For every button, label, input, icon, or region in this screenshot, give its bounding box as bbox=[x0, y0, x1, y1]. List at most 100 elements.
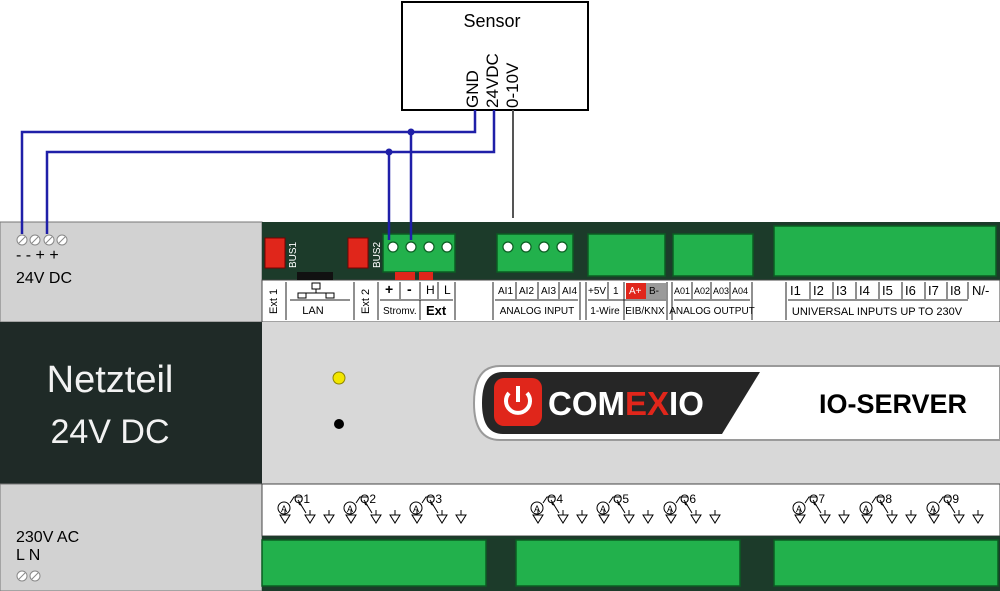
ammeter-icon bbox=[530, 501, 544, 515]
relay-q9: A Q9 bbox=[926, 492, 984, 524]
universal-input-terminal-block[interactable] bbox=[773, 225, 997, 277]
status-led-yellow bbox=[332, 371, 346, 385]
knx-label: EIB/KNX bbox=[625, 306, 665, 317]
relay-q3: A Q3 bbox=[409, 492, 467, 524]
wire-24vdc bbox=[45, 110, 496, 234]
knx-a-plus: A+ bbox=[629, 286, 642, 297]
relay-label-q2: Q2 bbox=[360, 492, 376, 506]
output-terminal-block-3[interactable] bbox=[773, 539, 999, 587]
relay-label-q1: Q1 bbox=[294, 492, 310, 506]
relay-contact-icon bbox=[355, 496, 373, 514]
wire-gnd bbox=[20, 110, 477, 234]
psu-name: Netzteil bbox=[47, 359, 174, 401]
relay-q4: A Q4 bbox=[530, 492, 588, 524]
relay-contact-icon bbox=[938, 496, 956, 514]
ammeter-icon bbox=[343, 501, 357, 515]
sensor-box: Sensor GND 24VDC 0-10V bbox=[401, 1, 589, 111]
stromv-plus: + bbox=[385, 281, 393, 297]
ammeter-symbol: A bbox=[600, 504, 606, 514]
relay-label-q9: Q9 bbox=[943, 492, 959, 506]
ammeter-symbol: A bbox=[796, 504, 802, 514]
relay-label-q5: Q5 bbox=[613, 492, 629, 506]
psu-input-terminals: L N bbox=[16, 547, 40, 564]
ammeter-icon bbox=[859, 501, 873, 515]
ao1-label: A01 bbox=[674, 286, 690, 296]
wires bbox=[20, 110, 514, 240]
ammeter-symbol: A bbox=[413, 504, 419, 514]
relay-q8: AQ8 bbox=[859, 492, 917, 524]
stromv-label: Stromv. bbox=[383, 306, 417, 317]
psu-voltage: 24V DC bbox=[50, 413, 169, 451]
relay-label-q3: Q3 bbox=[426, 492, 442, 506]
ext-label: Ext bbox=[426, 303, 447, 318]
ammeter-symbol: A bbox=[534, 504, 540, 514]
ai1-label: AI1 bbox=[498, 286, 513, 297]
analog-input-terminal-block[interactable] bbox=[496, 233, 574, 273]
relay-contact-icon bbox=[871, 496, 889, 514]
ui4-label: I4 bbox=[859, 283, 870, 298]
relay-contact-icon bbox=[804, 496, 822, 514]
relay-q5: A Q5 bbox=[596, 492, 654, 524]
ui3-label: I3 bbox=[836, 283, 847, 298]
ext-l: L bbox=[444, 283, 451, 297]
relay-contact-icon bbox=[675, 496, 693, 514]
ext2-label: Ext 2 bbox=[360, 289, 372, 314]
lan-icon bbox=[297, 282, 335, 299]
universal-input-label: UNIVERSAL INPUTS UP TO 230V bbox=[792, 306, 963, 318]
bus1-connector[interactable] bbox=[264, 237, 286, 269]
bus1-label: BUS1 bbox=[288, 241, 299, 268]
psu-output-terminals bbox=[16, 234, 68, 246]
analog-output-label: ANALOG OUTPUT bbox=[669, 306, 755, 317]
stromv-terminal-block[interactable] bbox=[382, 233, 456, 273]
ao2-label: A02 bbox=[694, 286, 710, 296]
onewire-knx-terminal-block[interactable] bbox=[587, 233, 666, 277]
output-terminal-block-2[interactable] bbox=[515, 539, 741, 587]
lan-jack[interactable] bbox=[297, 272, 333, 280]
ammeter-symbol: A bbox=[667, 504, 673, 514]
ui8-label: I8 bbox=[950, 283, 961, 298]
relay-contact-icon bbox=[542, 496, 560, 514]
ui-n-label: N/- bbox=[972, 283, 989, 298]
stromv-indicator bbox=[395, 272, 415, 280]
ui2-label: I2 bbox=[813, 283, 824, 298]
relay-q2: A Q2 bbox=[343, 492, 401, 524]
stromv-minus: - bbox=[407, 281, 412, 297]
ui6-label: I6 bbox=[905, 283, 916, 298]
knx-a-plus-marker bbox=[626, 283, 646, 299]
onewire-1: 1 bbox=[613, 286, 619, 297]
bus2-connector[interactable] bbox=[347, 237, 369, 269]
brand-part1: COM bbox=[548, 385, 625, 422]
ui1-label: I1 bbox=[790, 283, 801, 298]
relay-label-q7: Q7 bbox=[809, 492, 825, 506]
ammeter-icon bbox=[663, 501, 677, 515]
psu-terminal-signs: - - + + bbox=[16, 247, 59, 264]
relay-q7: A Q7 bbox=[792, 492, 850, 524]
psu-input-terminals-icon bbox=[16, 570, 41, 582]
knx-b-minus: B- bbox=[649, 286, 659, 297]
ui7-label: I7 bbox=[928, 283, 939, 298]
junction-gnd bbox=[407, 128, 415, 136]
ammeter-icon bbox=[926, 501, 940, 515]
psu-output-label: 24V DC bbox=[16, 270, 72, 287]
product-name: IO-SERVER bbox=[819, 389, 967, 419]
relay-label-q4: Q4 bbox=[547, 492, 563, 506]
ammeter-symbol: A bbox=[281, 504, 287, 514]
analog-output-terminal-block[interactable] bbox=[672, 233, 754, 277]
ammeter-symbol: A bbox=[930, 504, 936, 514]
ammeter-icon bbox=[792, 501, 806, 515]
ai4-label: AI4 bbox=[562, 286, 577, 297]
ammeter-icon bbox=[409, 501, 423, 515]
ammeter-symbol: A bbox=[347, 504, 353, 514]
ammeter-icon bbox=[277, 501, 291, 515]
relay-q1: A Q1 bbox=[277, 492, 335, 524]
knx-b-minus-marker bbox=[646, 283, 666, 299]
ext-h: H bbox=[426, 283, 435, 297]
ao3-label: A03 bbox=[713, 286, 729, 296]
sensor-pin-24vdc: 24VDC bbox=[483, 53, 502, 108]
output-terminal-block-1[interactable] bbox=[261, 539, 487, 587]
lan-label: LAN bbox=[302, 305, 323, 317]
relay-contact-icon bbox=[289, 496, 307, 514]
ext1-label: Ext 1 bbox=[268, 289, 280, 314]
